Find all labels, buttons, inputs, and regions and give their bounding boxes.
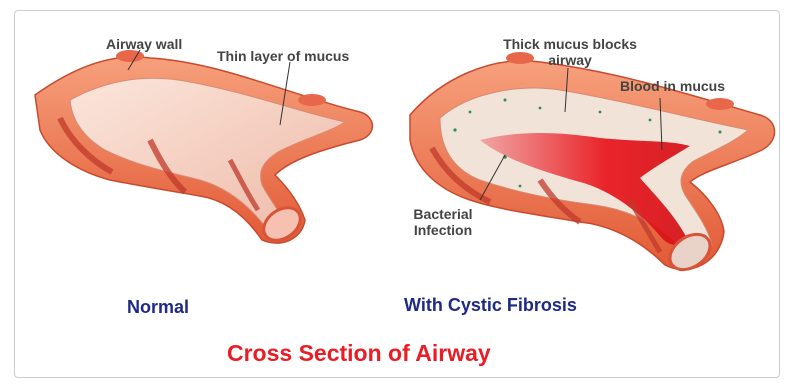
label-airway-wall: Airway wall bbox=[106, 36, 182, 52]
caption-cystic-fibrosis: With Cystic Fibrosis bbox=[404, 295, 577, 316]
diagram-title: Cross Section of Airway bbox=[227, 340, 491, 367]
cf-wall-nodule bbox=[706, 98, 734, 110]
normal-wall-nodule bbox=[298, 94, 326, 106]
label-bacterial-line1: Bacterial bbox=[398, 206, 488, 222]
label-thick-mucus-line1: Thick mucus blocks bbox=[480, 36, 660, 52]
label-thick-mucus-line2: airway bbox=[480, 52, 660, 68]
label-bacterial-line2: Infection bbox=[398, 222, 488, 238]
label-thin-mucus: Thin layer of mucus bbox=[217, 48, 349, 64]
label-blood-in-mucus: Blood in mucus bbox=[620, 78, 725, 94]
caption-normal: Normal bbox=[127, 297, 189, 318]
label-bacterial-infection: Bacterial Infection bbox=[398, 206, 488, 238]
label-thick-mucus: Thick mucus blocks airway bbox=[480, 36, 660, 68]
normal-airway bbox=[35, 50, 372, 247]
